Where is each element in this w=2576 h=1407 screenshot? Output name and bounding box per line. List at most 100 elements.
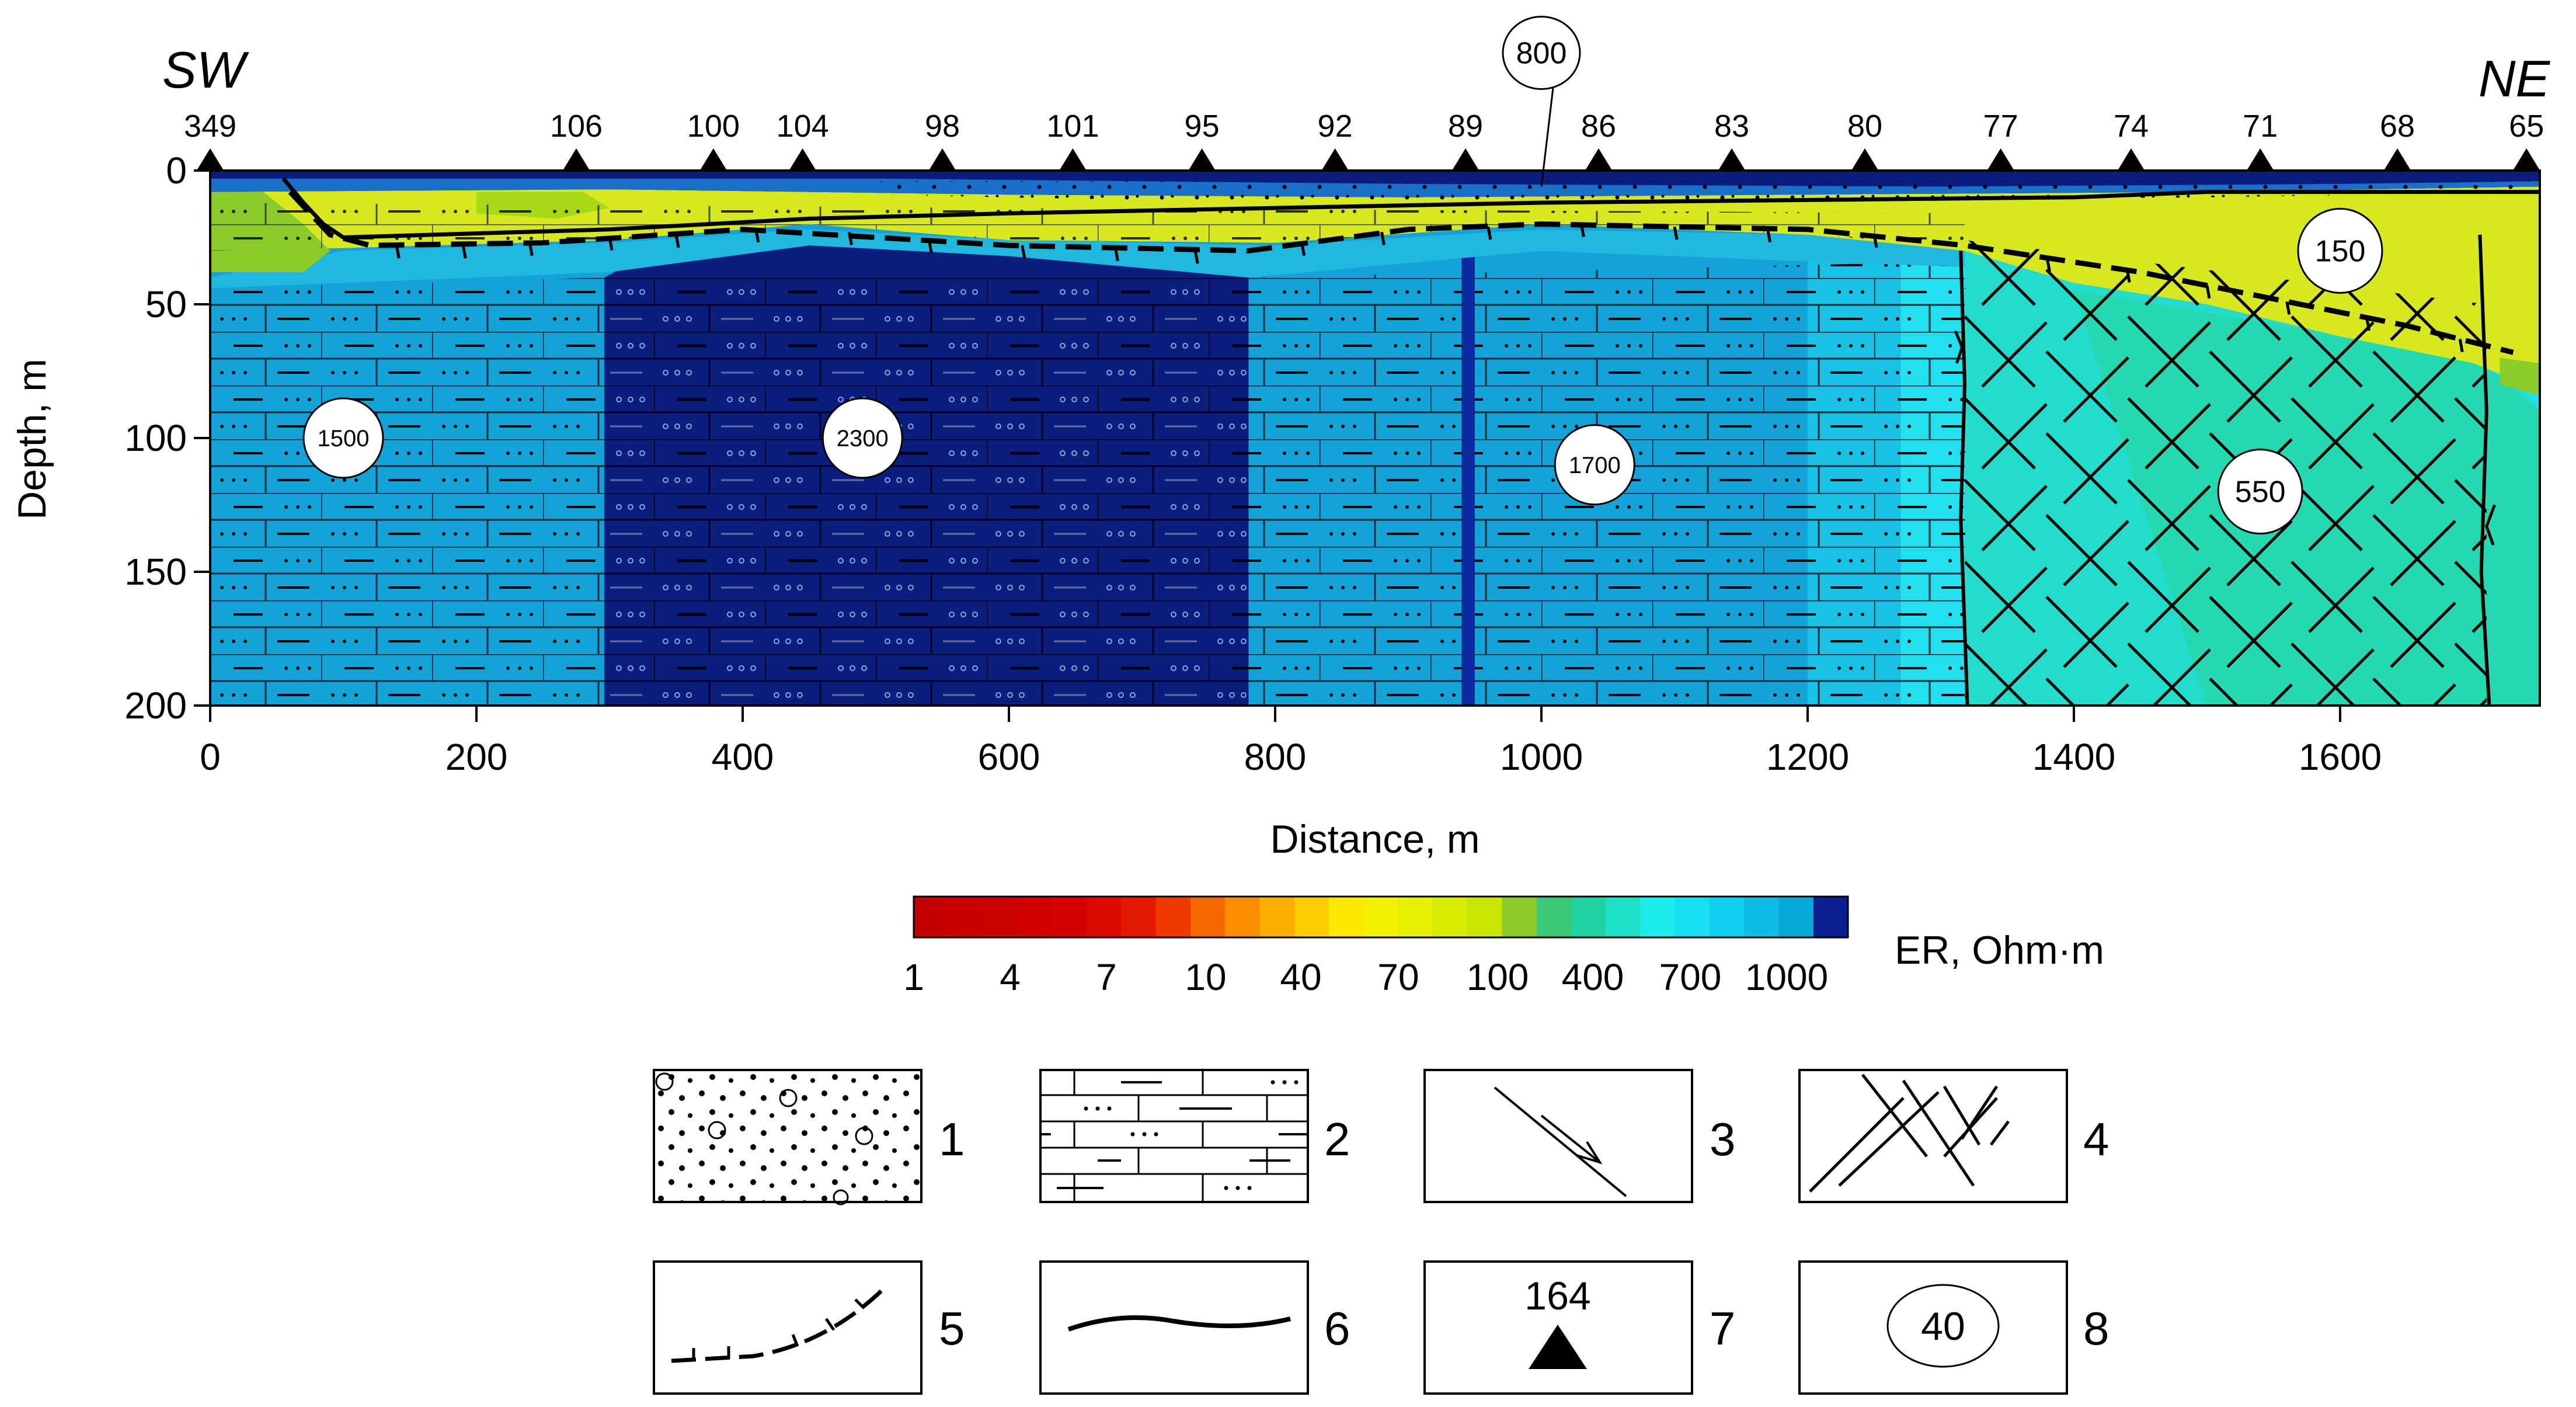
station-triangle (197, 148, 223, 169)
value-label: 1500 (302, 397, 384, 479)
station-triangle (700, 148, 726, 169)
fracture-line (2127, 642, 2199, 706)
fracture-line (2390, 520, 2456, 586)
legend-sample-station-label: 164 (1524, 1274, 1590, 1318)
station-triangle (2384, 148, 2411, 169)
legend-item-lithological-boundary: 6 (1039, 1260, 1350, 1395)
colorbar-segment (1017, 897, 1053, 937)
colorbar-segment (1329, 897, 1364, 937)
station-label: 95 (1185, 109, 1220, 144)
colorbar-segment (1052, 897, 1087, 937)
fracture-line (1965, 315, 2036, 388)
fracture-line (2537, 597, 2576, 667)
fracture-line (1965, 479, 2036, 551)
value-label: 150 (2297, 207, 2383, 294)
boundary-tick (1487, 226, 1492, 240)
x-tick-label: 1200 (1766, 736, 1849, 778)
station-label: 71 (2243, 109, 2278, 144)
colorbar-tick-label: 1000 (1745, 956, 1828, 998)
legend-item-fracture: 4 (1798, 1069, 2109, 1203)
x-tick-label: 200 (445, 736, 508, 778)
x-tick-label: 0 (200, 736, 221, 778)
fracture-line (2537, 433, 2576, 503)
fracture-line (2554, 357, 2576, 422)
station-label: 68 (2380, 109, 2415, 144)
y-tick-label: 100 (124, 417, 187, 459)
fracture-line (2209, 350, 2281, 423)
y-tick-label: 200 (124, 685, 187, 727)
colorbar-tick-label: 10 (1185, 956, 1226, 998)
fracture-line (2045, 269, 2118, 341)
colorbar-segment (1571, 897, 1606, 937)
limestone-pattern-left (210, 277, 604, 706)
boundary-tick (674, 234, 680, 248)
patch-green-right (2500, 357, 2540, 395)
station-triangle (1586, 148, 1612, 169)
value-label-circle (821, 397, 903, 479)
colorbar-segment (1778, 897, 1814, 937)
boundary-tick (608, 237, 614, 251)
value-label: 2300 (821, 397, 903, 479)
colorbar-segment (1398, 897, 1433, 937)
boundary-tick (1380, 231, 1386, 245)
x-tick-label: 1600 (2299, 736, 2382, 778)
boundary-tick (754, 229, 760, 243)
boundary-tick (927, 239, 933, 253)
boundary-tick (2045, 258, 2051, 272)
value-label: 800 (1502, 15, 1581, 187)
boundary-tick (528, 242, 534, 256)
boundary-tick (2365, 317, 2371, 331)
colorbar-segment (1155, 897, 1191, 937)
station-label: 104 (777, 109, 829, 144)
fracture-line (2146, 731, 2210, 795)
y-tick-label: 0 (166, 150, 187, 192)
fracture-line (2226, 356, 2293, 423)
fracture-line (2209, 596, 2281, 668)
direction-ne: NE (2478, 50, 2551, 107)
legend-num-2: 2 (1324, 1113, 1350, 1165)
x-tick-label: 1000 (1500, 736, 1583, 778)
value-label-text: 150 (2315, 234, 2366, 268)
triangle-icon (1529, 1325, 1587, 1369)
colorbar-segment (1744, 897, 1780, 937)
fracture-line (2308, 485, 2375, 551)
fracture-line (2537, 679, 2576, 749)
legend-sample-value-label: 40 (1921, 1304, 1965, 1349)
colorbar-tick-label: 400 (1562, 956, 1624, 998)
boundary-tick (847, 231, 853, 245)
fracture-line (2390, 438, 2456, 505)
colorbar-tick-label: 4 (1000, 956, 1021, 998)
boundary-tick (2458, 339, 2464, 352)
value-label: 1700 (1554, 424, 1635, 506)
fracture-line (2554, 439, 2576, 503)
fracture-line (2554, 276, 2576, 340)
colorbar-tick-label: 70 (1377, 956, 1419, 998)
fracture-line (1965, 642, 2036, 706)
fracture-line (2145, 485, 2211, 551)
fracture-line (2308, 567, 2375, 633)
fracture-line (1638, 725, 1708, 795)
fracture-line (2372, 678, 2445, 706)
colorbar-frame (913, 895, 1849, 939)
colorbar-segment (1087, 897, 1122, 937)
colorbar-segment (1225, 897, 1261, 937)
colorbar-segment (1640, 897, 1676, 937)
value-label-text: 1500 (318, 426, 370, 451)
boundary-tick (2205, 285, 2211, 299)
fracture-line (2554, 521, 2576, 585)
fracture-line (1328, 731, 1393, 795)
colorbar-segment (983, 897, 1018, 937)
station-triangle (563, 148, 589, 169)
fracture-line (2226, 520, 2293, 586)
limestone-pattern-upper (210, 203, 1965, 251)
colorbar-segment (1294, 897, 1329, 937)
station-label: 100 (687, 109, 740, 144)
station-triangle (1719, 148, 1745, 169)
fracture-line (1655, 731, 1719, 795)
value-label-text: 2300 (837, 426, 889, 451)
fracture-line (2554, 603, 2576, 667)
colorbar-segment (914, 897, 949, 937)
